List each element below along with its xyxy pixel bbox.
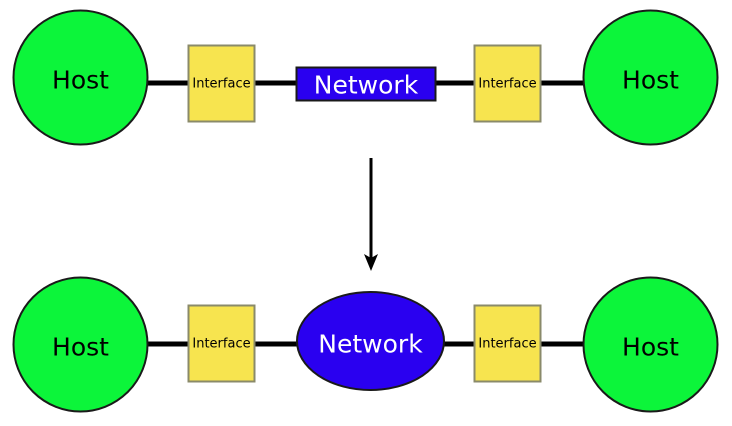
host-label: Host: [622, 66, 679, 95]
interface-label: Interface: [478, 337, 536, 352]
top-row: Host Interface Network Interface Host: [12, 9, 719, 146]
interface-label: Interface: [192, 337, 250, 352]
interface-label: Interface: [192, 77, 250, 92]
network-box: [295, 66, 437, 102]
host-label: Host: [52, 66, 109, 95]
arrow-head-icon: [364, 254, 378, 271]
interface-label: Interface: [478, 77, 536, 92]
network-label: Network: [318, 330, 423, 359]
host-circle: [582, 276, 719, 413]
top-interface-right[interactable]: Interface: [473, 44, 542, 123]
top-host-right[interactable]: Host: [582, 9, 719, 146]
top-network-rectangle[interactable]: Network: [295, 66, 437, 102]
top-interface-left[interactable]: Interface: [187, 44, 256, 123]
network-ellipse: [296, 291, 445, 391]
bottom-interface-right[interactable]: Interface: [473, 304, 542, 383]
transform-arrow: [364, 158, 378, 271]
bottom-host-right[interactable]: Host: [582, 276, 719, 413]
interface-box: [473, 304, 542, 383]
host-circle: [582, 9, 719, 146]
bottom-host-left[interactable]: Host: [12, 276, 149, 413]
bottom-network-ellipse[interactable]: Network: [296, 291, 445, 391]
host-label: Host: [52, 333, 109, 362]
interface-box: [187, 304, 256, 383]
bottom-interface-left[interactable]: Interface: [187, 304, 256, 383]
host-circle: [12, 9, 149, 146]
network-label: Network: [314, 71, 419, 100]
bottom-row: Host Interface Network Interface Host: [12, 276, 719, 413]
interface-box: [187, 44, 256, 123]
top-host-left[interactable]: Host: [12, 9, 149, 146]
interface-box: [473, 44, 542, 123]
host-circle: [12, 276, 149, 413]
host-label: Host: [622, 333, 679, 362]
